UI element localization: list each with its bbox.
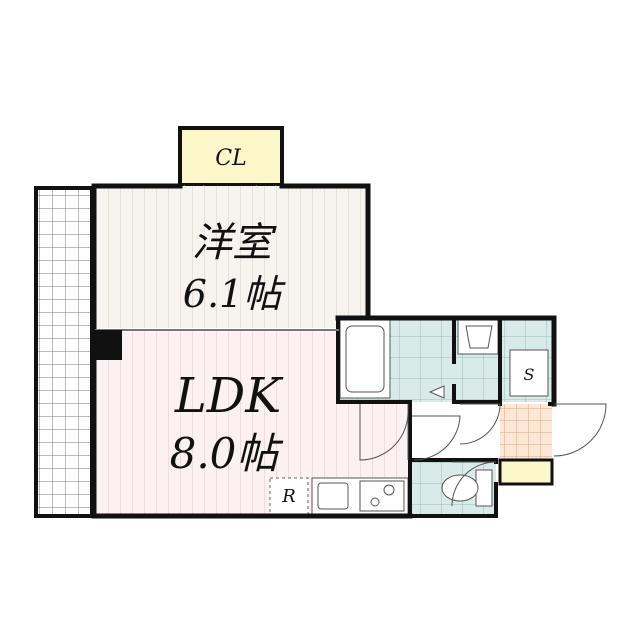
toilet-room bbox=[410, 462, 496, 516]
balcony bbox=[34, 186, 94, 518]
door-swings bbox=[359, 403, 607, 507]
kitchen-counter bbox=[311, 477, 409, 515]
ldk-room-size: 8.0帖 bbox=[170, 429, 284, 478]
refrigerator-label: R bbox=[281, 486, 296, 507]
walls bbox=[91, 183, 557, 519]
western-room-size: 6.1帖 bbox=[183, 272, 286, 316]
refrigerator-space: R bbox=[269, 477, 309, 515]
closet-label: CL bbox=[215, 146, 246, 171]
closet: CL bbox=[178, 126, 284, 207]
western-room-name: 洋室 bbox=[192, 220, 277, 266]
ldk-room-name: LDK bbox=[174, 368, 284, 424]
entrance bbox=[498, 404, 554, 486]
shoe-storage-label: S bbox=[524, 365, 535, 384]
structural-column bbox=[94, 330, 122, 360]
bathroom bbox=[338, 318, 454, 402]
shoe-storage: S bbox=[509, 349, 549, 397]
hallway bbox=[410, 404, 500, 460]
western-room: 洋室 6.1帖 bbox=[94, 186, 368, 328]
